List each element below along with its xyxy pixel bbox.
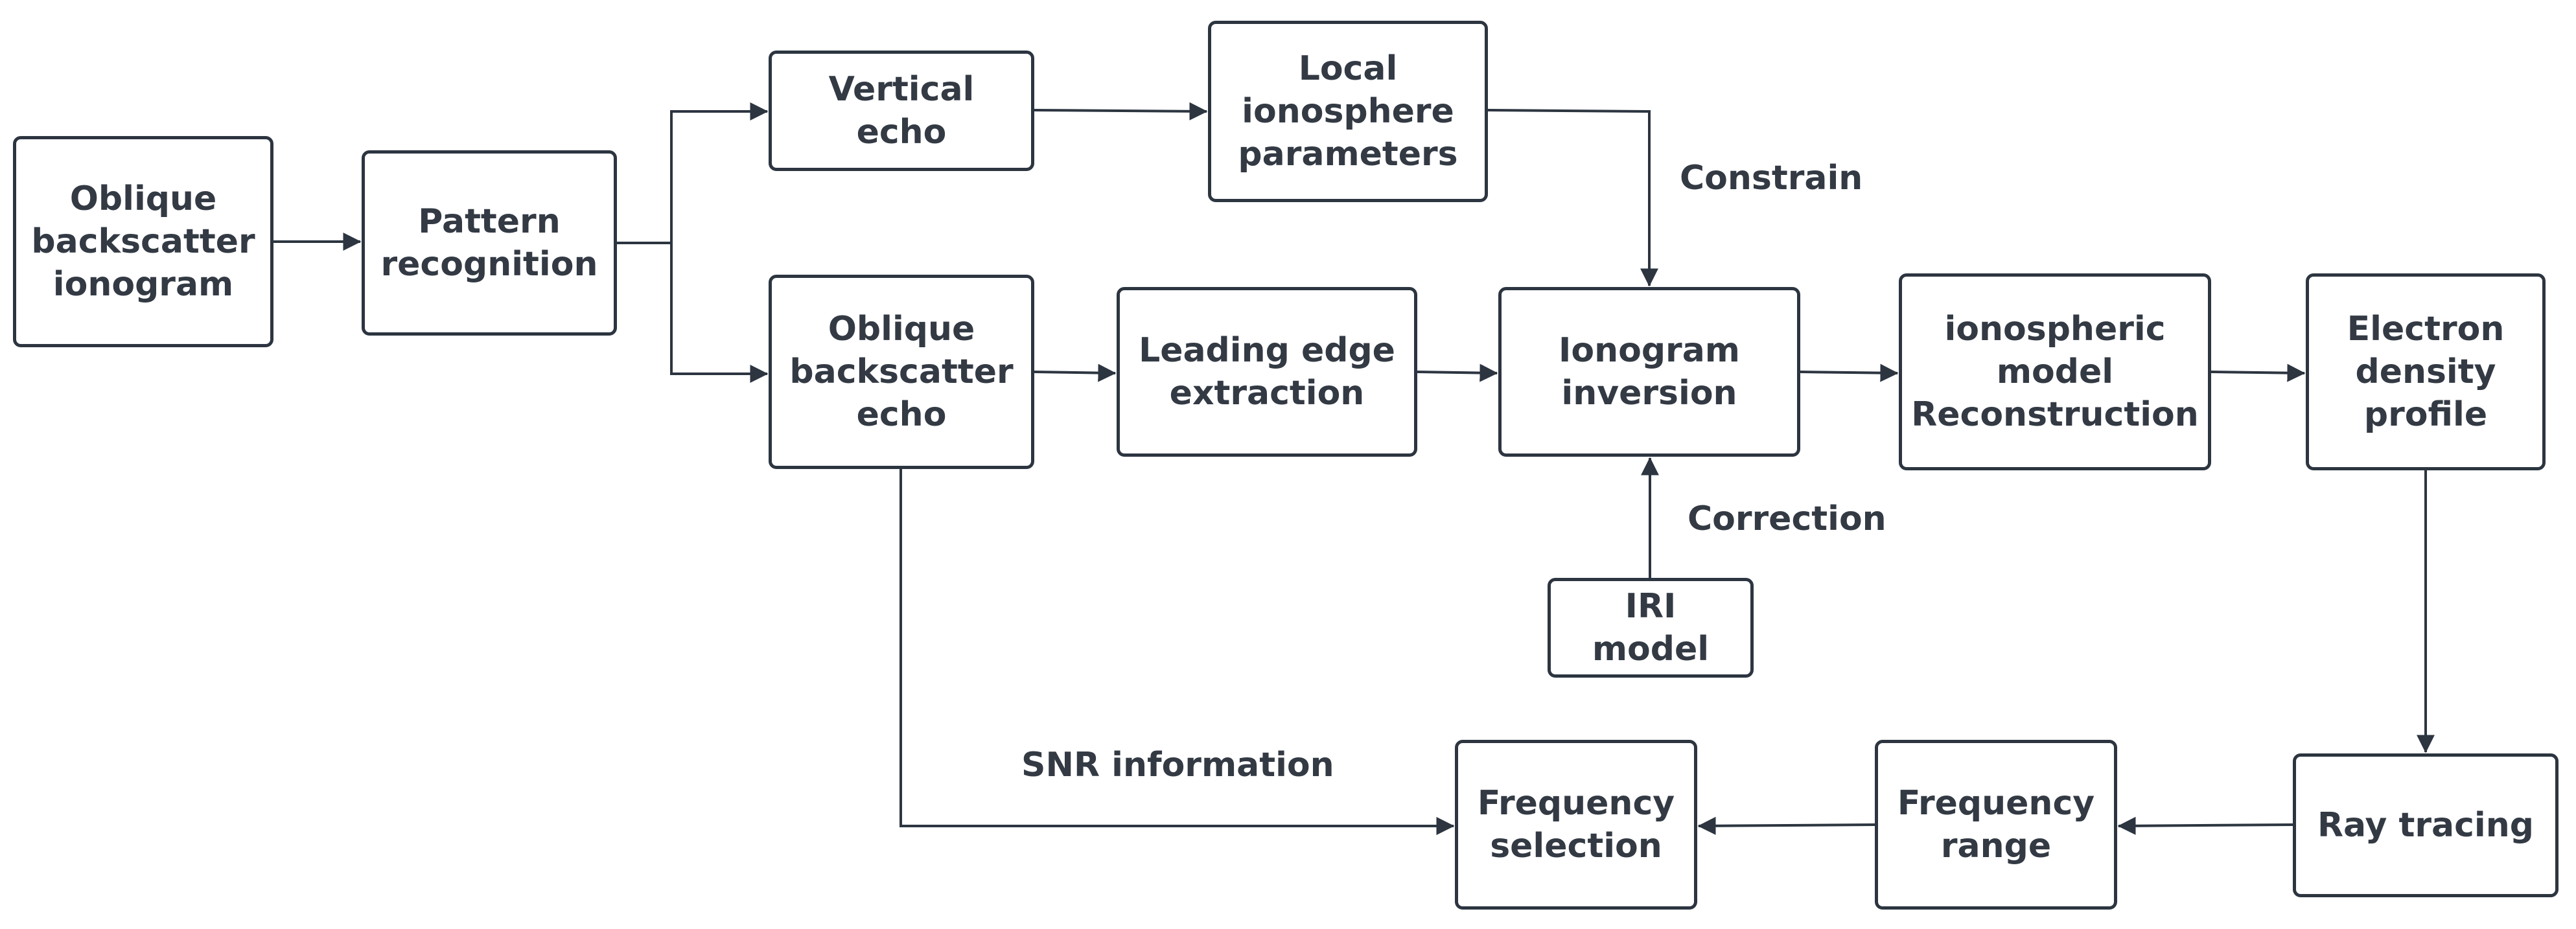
node-ionospheric-model-reconstruction: ionospheric model Reconstruction xyxy=(1899,273,2211,470)
arrow-split-to-vertical-echo xyxy=(670,102,769,243)
node-label: Ionogram inversion xyxy=(1559,331,1740,413)
node-frequency-range: Frequency range xyxy=(1875,740,2117,910)
node-oblique-backscatter-echo: Oblique backscatter echo xyxy=(769,275,1034,469)
node-label: Ray tracing xyxy=(2317,806,2534,845)
node-label: Vertical echo xyxy=(828,70,975,152)
node-label: Leading edge extraction xyxy=(1139,331,1395,413)
node-electron-density-profile: Electron density profile xyxy=(2306,273,2546,470)
node-label: Frequency selection xyxy=(1477,784,1675,866)
arrow-ray-tracing-to-freq-range xyxy=(2117,816,2293,835)
node-label: Oblique backscatter ionogram xyxy=(31,179,255,304)
node-label: Local ionosphere parameters xyxy=(1238,49,1458,174)
arrow-local-params-to-inversion xyxy=(1487,109,1658,287)
node-local-ionosphere-parameters: Local ionosphere parameters xyxy=(1208,21,1488,202)
arrow-vertical-echo-to-local-params xyxy=(1034,102,1208,120)
node-label: Frequency range xyxy=(1897,784,2095,866)
node-pattern-recognition: Pattern recognition xyxy=(362,150,617,336)
arrow-freq-range-to-freq-selection xyxy=(1697,816,1875,835)
node-label: ionospheric model Reconstruction xyxy=(1911,310,2199,434)
node-label: Electron density profile xyxy=(2347,310,2505,434)
node-ionogram-inversion: Ionogram inversion xyxy=(1498,287,1800,457)
node-label: Pattern recognition xyxy=(380,202,598,284)
edge-label-constrain: Constrain xyxy=(1680,159,1863,198)
arrow-inversion-to-reconstruction xyxy=(1800,363,1899,382)
node-ray-tracing: Ray tracing xyxy=(2293,753,2559,897)
node-label: IRI model xyxy=(1592,587,1710,669)
arrow-oblique-echo-to-freq-selection xyxy=(899,469,1455,835)
node-oblique-backscatter-ionogram: Oblique backscatter ionogram xyxy=(13,136,273,347)
node-leading-edge-extraction: Leading edge extraction xyxy=(1117,287,1417,457)
node-iri-model: IRI model xyxy=(1548,578,1754,678)
arrow-split-to-oblique-echo xyxy=(670,243,769,383)
arrow-reconstruction-to-density xyxy=(2210,363,2306,382)
node-frequency-selection: Frequency selection xyxy=(1455,740,1697,910)
edge-label-correction: Correction xyxy=(1688,499,1886,538)
node-vertical-echo: Vertical echo xyxy=(769,51,1034,171)
node-label: Oblique backscatter echo xyxy=(789,310,1014,434)
edge-label-snr-information: SNR information xyxy=(1021,746,1334,785)
arrow-leading-edge-to-inversion xyxy=(1417,363,1498,382)
arrow-oblique-echo-to-leading-edge xyxy=(1034,363,1117,382)
